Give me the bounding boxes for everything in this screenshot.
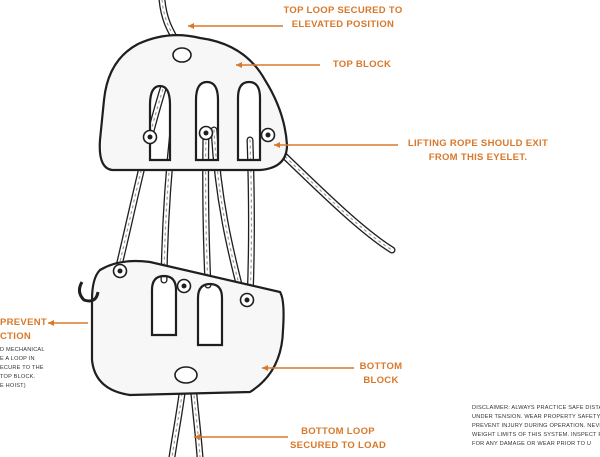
bottom-loop-hole (174, 366, 198, 384)
disclaimer: DISCLAIMER: ALWAYS PRACTICE SAFE DISTANC… (472, 405, 600, 447)
shackle-icon (77, 281, 100, 303)
rope-texture (205, 129, 209, 286)
eyelet-center (181, 283, 187, 289)
eyelet-center (147, 134, 153, 140)
top-block-shape (98, 34, 289, 172)
leader-arrowhead (262, 365, 268, 371)
eyelet-center (203, 130, 209, 136)
leader-arrowhead (48, 320, 54, 326)
rope-texture (171, 369, 186, 457)
eyelet-center (265, 132, 271, 138)
rope-texture (191, 371, 201, 457)
leader-arrowhead (188, 23, 194, 29)
leader-arrowhead (274, 142, 280, 148)
eyelet-center (244, 297, 250, 303)
eyelets (77, 47, 276, 384)
eyelet-center (117, 268, 123, 274)
leader-arrowhead (236, 62, 242, 68)
bottom-block-shape (90, 259, 285, 397)
top-loop-hole (172, 47, 192, 63)
leader-lines (48, 23, 398, 440)
rope-texture (213, 129, 244, 301)
leader-arrowhead (194, 434, 200, 440)
rope-texture (163, 59, 183, 281)
label-top-block: TOP BLOCK (332, 59, 392, 70)
